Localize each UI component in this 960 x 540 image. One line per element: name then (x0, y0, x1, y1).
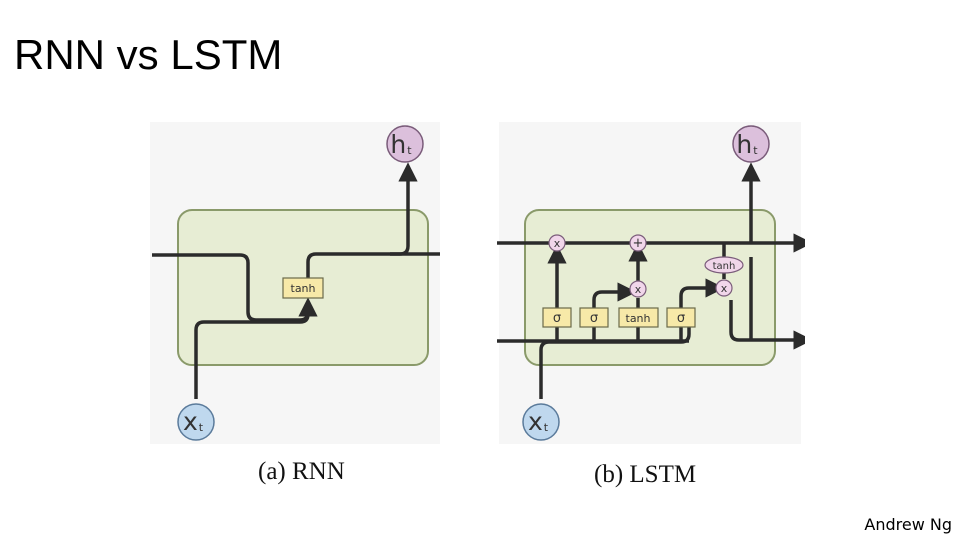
slide-title: RNN vs LSTM (14, 31, 283, 78)
lstm-input-gate-label: σ (590, 311, 598, 326)
author-credit: Andrew Ng (864, 515, 952, 534)
svg-text:ht: ht (736, 130, 758, 159)
rnn-tanh-box: tanh (282, 277, 324, 299)
rnn-output-node: ht (386, 125, 424, 163)
rnn-input-subscript: t (199, 421, 204, 434)
lstm-diagram: x + x x tanh σ σ tanh σ ht (497, 122, 805, 444)
lstm-caption: (b) LSTM (594, 461, 697, 488)
lstm-hidden-output-arrow (729, 300, 805, 350)
svg-text:xt: xt (528, 407, 549, 436)
lstm-cell-tanh-op: tanh (704, 256, 744, 274)
lstm-input-multiply-symbol: x (635, 283, 642, 296)
lstm-add-op: + (629, 234, 647, 252)
lstm-input-gate: σ (579, 307, 609, 328)
lstm-output-subscript: t (753, 144, 758, 157)
rnn-output-arrow (398, 162, 418, 256)
lstm-cell-tanh-label: tanh (713, 261, 736, 272)
lstm-output-multiply-symbol: x (721, 282, 728, 295)
lstm-forget-gate: σ (542, 307, 572, 328)
lstm-input-multiply-op: x (629, 280, 647, 298)
rnn-tanh-label: tanh (291, 282, 316, 295)
lstm-candidate-box: tanh (618, 307, 659, 328)
lstm-output-multiply-op: x (715, 279, 733, 297)
lstm-input-symbol: x (528, 407, 543, 436)
lstm-forget-gate-label: σ (553, 311, 561, 326)
lstm-input-line (539, 322, 691, 399)
lstm-output-gate-label: σ (677, 311, 685, 326)
lstm-input-subscript: t (544, 421, 549, 434)
lstm-output-symbol: h (736, 130, 752, 159)
rnn-input-symbol: x (183, 407, 198, 436)
lstm-candidate-label: tanh (626, 312, 651, 325)
rnn-input-node: xt (177, 403, 215, 441)
rnn-tanh-out-line (306, 252, 400, 279)
lstm-output-gate-arrow (679, 278, 725, 342)
lstm-add-symbol: + (633, 236, 644, 251)
rnn-input-arrow (194, 313, 310, 399)
lstm-forget-multiply-op: x (548, 234, 566, 252)
rnn-diagram: tanh ht xt (150, 122, 440, 444)
lstm-output-node: ht (732, 125, 770, 163)
svg-text:ht: ht (390, 130, 412, 159)
lstm-output-gate: σ (666, 307, 696, 328)
lstm-forget-multiply-symbol: x (554, 237, 561, 250)
rnn-output-symbol: h (390, 130, 406, 159)
rnn-caption: (a) RNN (258, 458, 345, 485)
lstm-input-gate-arrow (592, 282, 637, 342)
svg-text:xt: xt (183, 407, 204, 436)
lstm-input-node: xt (522, 403, 560, 441)
rnn-output-subscript: t (407, 144, 412, 157)
